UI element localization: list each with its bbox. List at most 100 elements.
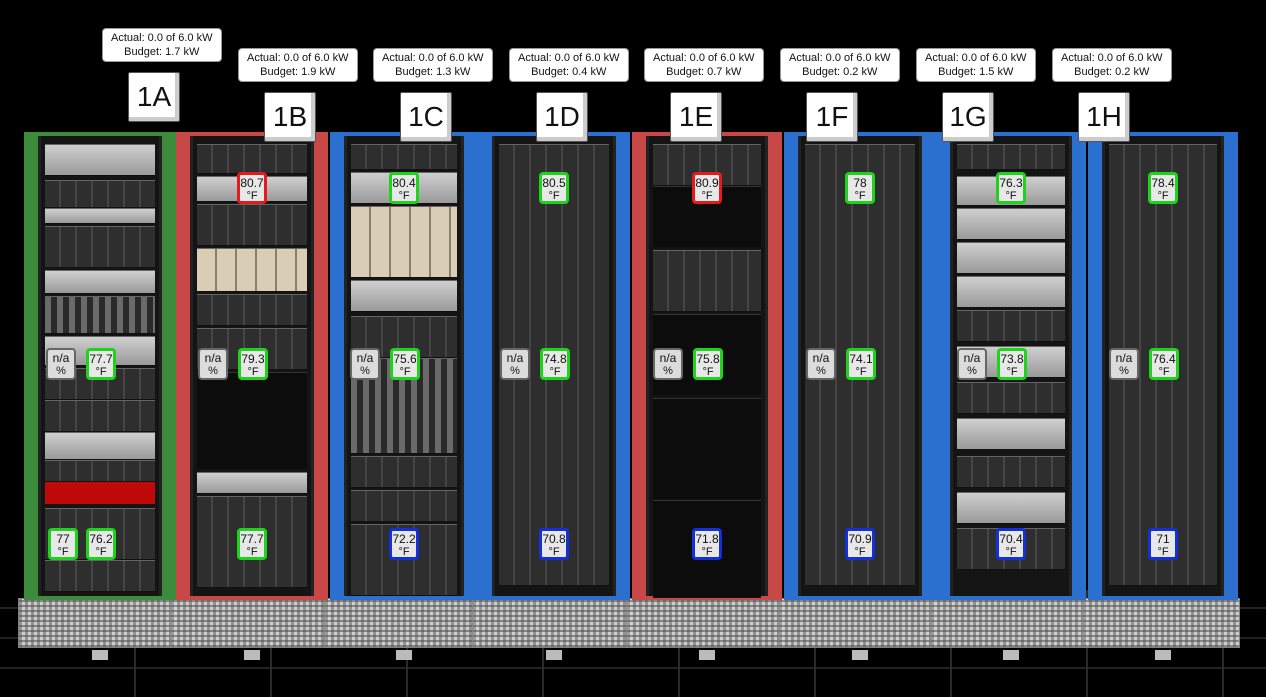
temperature-sensor[interactable]: 78.4°F [1148, 172, 1178, 204]
power-budget: Budget: 0.2 kW [802, 66, 878, 78]
temperature-sensor[interactable]: 80.7°F [237, 172, 267, 204]
humidity-sensor[interactable]: n/a% [957, 348, 987, 380]
server-unit [45, 400, 155, 432]
server-unit [197, 144, 307, 174]
temperature-sensor[interactable]: 78°F [845, 172, 875, 204]
sensor-value: 71 [1156, 532, 1170, 546]
temperature-sensor[interactable]: 80.5°F [539, 172, 569, 204]
sensor-unit: °F [1005, 190, 1017, 202]
temperature-sensor[interactable]: 76.2°F [86, 528, 116, 560]
sensor-unit: °F [548, 190, 560, 202]
rack-label[interactable]: 1H [1078, 92, 1130, 142]
rack-label[interactable]: 1C [400, 92, 452, 142]
temperature-sensor[interactable]: 75.8°F [693, 348, 723, 380]
temperature-sensor[interactable]: 77.7°F [86, 348, 116, 380]
temperature-sensor[interactable]: 74.1°F [846, 348, 876, 380]
rack-1a[interactable] [24, 132, 176, 600]
temperature-sensor[interactable]: 71°F [1148, 528, 1178, 560]
server-unit [957, 456, 1065, 488]
humidity-sensor[interactable]: n/a% [1109, 348, 1139, 380]
humidity-sensor[interactable]: n/a% [198, 348, 228, 380]
rack-label[interactable]: 1F [806, 92, 858, 142]
power-actual: Actual: 0.0 of 6.0 kW [1061, 52, 1163, 64]
sensor-value: 77.7 [240, 532, 264, 546]
server-unit [197, 204, 307, 246]
temperature-sensor[interactable]: 79.3°F [238, 348, 268, 380]
rack-foot [852, 650, 868, 660]
temperature-sensor[interactable]: 76.4°F [1149, 348, 1179, 380]
temperature-sensor[interactable]: 75.6°F [390, 348, 420, 380]
sensor-value: 75.8 [696, 352, 720, 366]
humidity-sensor[interactable]: n/a% [806, 348, 836, 380]
sensor-unit: °F [549, 366, 561, 378]
power-budget: Budget: 0.2 kW [1074, 66, 1150, 78]
sensor-unit: % [1119, 365, 1129, 377]
rack-foot [396, 650, 412, 660]
temperature-sensor[interactable]: 80.9°F [692, 172, 722, 204]
floor-tile [930, 598, 1088, 648]
server-unit [653, 186, 761, 248]
temperature-sensor[interactable]: 70.9°F [845, 528, 875, 560]
server-unit [45, 460, 155, 482]
sensor-unit: % [360, 365, 370, 377]
server-unit [653, 398, 761, 500]
sensor-value: 72.2 [392, 532, 416, 546]
power-budget: Budget: 1.7 kW [124, 46, 200, 58]
rack-foot [546, 650, 562, 660]
sensor-value: 77.7 [89, 352, 113, 366]
power-actual: Actual: 0.0 of 6.0 kW [653, 52, 755, 64]
sensor-value: 74.8 [543, 352, 567, 366]
sensor-unit: °F [1157, 546, 1169, 558]
sensor-value: n/a [52, 351, 70, 365]
server-unit [351, 144, 457, 170]
sensor-unit: °F [399, 366, 411, 378]
server-unit [957, 382, 1065, 414]
rack-foot [1003, 650, 1019, 660]
rack-label[interactable]: 1E [670, 92, 722, 142]
humidity-sensor[interactable]: n/a% [46, 348, 76, 380]
power-budget: Budget: 1.3 kW [395, 66, 471, 78]
sensor-unit: °F [854, 190, 866, 202]
sensor-unit: °F [701, 190, 713, 202]
temperature-sensor[interactable]: 74.8°F [540, 348, 570, 380]
sensor-value: n/a [812, 351, 830, 365]
temperature-sensor[interactable]: 73.8°F [997, 348, 1027, 380]
floor-tile [778, 598, 938, 648]
rack-label[interactable]: 1A [128, 72, 180, 122]
sensor-value: 76.3 [999, 176, 1023, 190]
humidity-sensor[interactable]: n/a% [350, 348, 380, 380]
server-unit [45, 432, 155, 460]
rack-label[interactable]: 1G [942, 92, 994, 142]
sensor-value: 80.7 [240, 176, 264, 190]
sensor-value: 70.4 [999, 532, 1023, 546]
power-info-box: Actual: 0.0 of 6.0 kW Budget: 0.2 kW [1052, 48, 1172, 82]
sensor-value: n/a [204, 351, 222, 365]
temperature-sensor[interactable]: 71.8°F [692, 528, 722, 560]
rack-label[interactable]: 1B [264, 92, 316, 142]
rack-1e[interactable] [632, 132, 782, 600]
power-actual: Actual: 0.0 of 6.0 kW [789, 52, 891, 64]
temperature-sensor[interactable]: 70.8°F [539, 528, 569, 560]
floor-tile [324, 598, 480, 648]
server-unit [197, 294, 307, 326]
temperature-sensor[interactable]: 76.3°F [996, 172, 1026, 204]
humidity-sensor[interactable]: n/a% [653, 348, 683, 380]
temperature-sensor[interactable]: 72.2°F [389, 528, 419, 560]
sensor-unit: °F [1006, 366, 1018, 378]
floor-tile [472, 598, 632, 648]
temperature-sensor[interactable]: 80.4°F [389, 172, 419, 204]
rack-foot [244, 650, 260, 660]
temperature-sensor[interactable]: 77°F [48, 528, 78, 560]
rack-label[interactable]: 1D [536, 92, 588, 142]
server-unit [197, 472, 307, 494]
sensor-value: 77 [56, 532, 70, 546]
server-unit [45, 180, 155, 208]
temperature-sensor[interactable]: 77.7°F [237, 528, 267, 560]
sensor-unit: °F [398, 546, 410, 558]
temperature-sensor[interactable]: 70.4°F [996, 528, 1026, 560]
humidity-sensor[interactable]: n/a% [500, 348, 530, 380]
sensor-unit: % [208, 365, 218, 377]
